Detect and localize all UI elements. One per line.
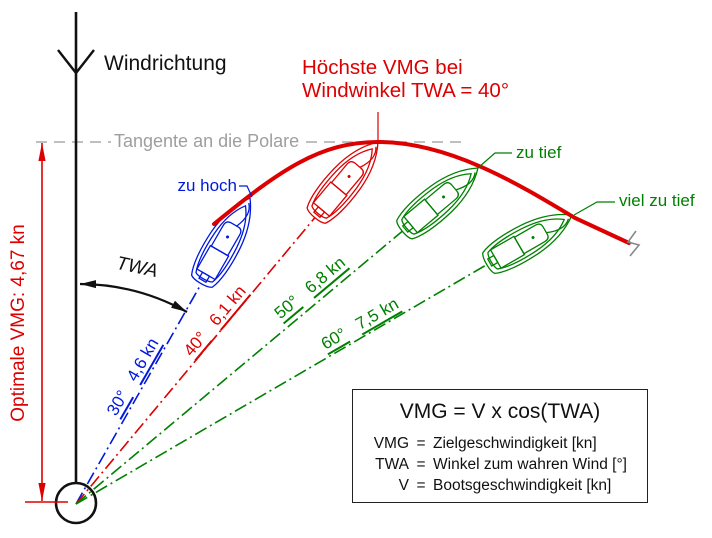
formula-row-v: V = Bootsgeschwindigkeit [kn]: [365, 475, 647, 496]
zu-hoch-leader-line: [239, 185, 253, 198]
formula-legend: VMG = Zielgeschwindigkeit [kn] TWA = Win…: [353, 433, 647, 496]
peak-vmg-annotation-line2: Windwinkel TWA = 40°: [302, 79, 510, 102]
formula-term: V: [398, 477, 409, 494]
formula-row-twa: TWA = Winkel zum wahren Wind [°]: [365, 454, 647, 475]
zu-tief-leader-line: [478, 152, 512, 168]
sailboat-30deg: [185, 188, 266, 293]
formula-row-vmg: VMG = Zielgeschwindigkeit [kn]: [365, 433, 647, 454]
peak-vmg-annotation-line1: Höchste VMG bei: [302, 56, 463, 79]
tangent-label: Tangente an die Polare: [111, 131, 303, 152]
course-line-50: [75, 167, 479, 505]
formula-desc: Bootsgeschwindigkeit [kn]: [433, 477, 612, 494]
formula-desc: Winkel zum wahren Wind [°]: [433, 456, 627, 473]
sailboat-50deg: [390, 154, 490, 246]
formula-desc: Zielgeschwindigkeit [kn]: [433, 435, 597, 452]
optimal-vmg-label: Optimale VMG: 4,67 kn: [8, 224, 30, 422]
curve-break-icon: [626, 230, 641, 257]
equals-sign: =: [416, 456, 426, 473]
peak-vmg-annotation: Höchste VMG bei Windwinkel TWA = 40°: [302, 56, 509, 102]
twa-angle-arc: [79, 280, 188, 313]
status-label-viel-zu-tief: viel zu tief: [619, 191, 695, 211]
formula-box: VMG = V x cos(TWA) VMG = Zielgeschwindig…: [352, 389, 648, 503]
status-label-zu-hoch: zu hoch: [177, 176, 237, 196]
equals-sign: =: [416, 477, 426, 494]
status-label-zu-tief: zu tief: [516, 143, 562, 163]
equals-sign: =: [416, 435, 426, 452]
formula-term: TWA: [375, 456, 409, 473]
wind-arrow-icon: [57, 49, 95, 75]
polar-curve: [212, 139, 631, 245]
formula-term: VMG: [373, 435, 409, 452]
viel-zu-tief-leader-line: [573, 201, 615, 216]
formula-title: VMG = V x cos(TWA): [399, 400, 601, 423]
wind-direction-label: Windrichtung: [104, 52, 227, 75]
